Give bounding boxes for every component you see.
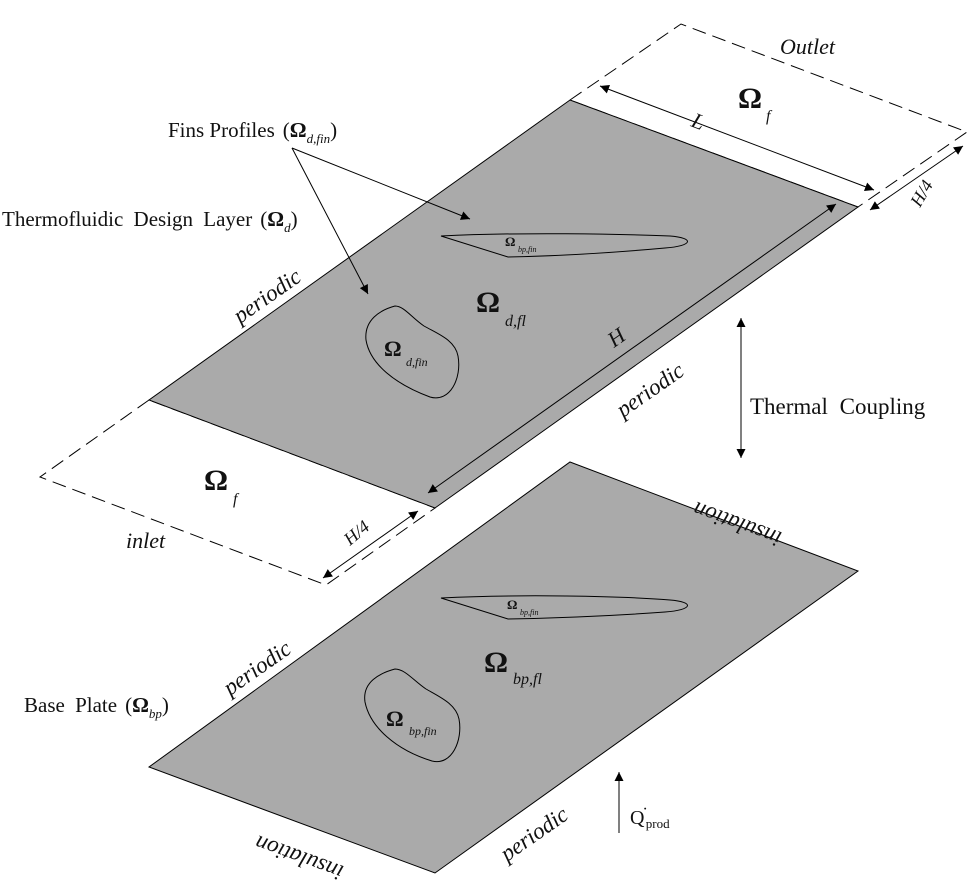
omega-f-inlet-sub: f — [233, 491, 240, 508]
omega-dfl: Ω — [476, 286, 500, 319]
omega-bpfin-airfoil-base-sub: bp,fin — [520, 608, 538, 617]
base-airfoil-fin — [440, 595, 688, 620]
design-layer-label: Thermofluidic Design Layer(Ωd) — [2, 207, 298, 235]
dimension-H4-inlet-arrow — [322, 510, 419, 579]
dimension-H-arrow — [427, 203, 837, 494]
omega-dfin-sub: d,fin — [406, 355, 428, 369]
omega-f-inlet: Ω — [204, 464, 228, 497]
omega-bpfl-sub: bp,fl — [513, 671, 542, 688]
base-plate — [147, 461, 860, 874]
dimension-L-arrow — [599, 84, 875, 192]
thermal-coupling-label: Thermal Coupling — [750, 394, 926, 419]
base-plate-label: Base Plate(Ωbp) — [24, 693, 169, 721]
insulation-label-bottom: insulation — [252, 830, 347, 885]
fins-pointer-blob — [291, 147, 369, 295]
fins-profiles-label: Fins Profiles(Ωd,fin) — [168, 118, 337, 146]
omega-bpfin-airfoil-top: Ω — [505, 234, 515, 249]
heat-input-label: Q·prod — [630, 801, 670, 831]
omega-bpfin-blob: Ω — [386, 706, 404, 731]
fins-pointer-airfoil — [291, 147, 471, 220]
inlet-label: inlet — [126, 528, 166, 553]
omega-dfin: Ω — [384, 336, 402, 361]
omega-f-outlet: Ω — [738, 82, 762, 115]
outlet-label: Outlet — [780, 34, 836, 59]
omega-bpfl: Ω — [484, 646, 508, 679]
dimension-H4-outlet-arrow — [869, 145, 964, 211]
omega-dfl-sub: d,fl — [505, 313, 526, 330]
omega-bpfin-blob-sub: bp,fin — [409, 724, 437, 738]
omega-f-outlet-sub: f — [766, 108, 773, 125]
omega-bpfin-airfoil-top-sub: bp,fin — [518, 245, 536, 254]
omega-bpfin-airfoil-base: Ω — [507, 597, 517, 612]
base-blob-fin — [364, 668, 461, 763]
